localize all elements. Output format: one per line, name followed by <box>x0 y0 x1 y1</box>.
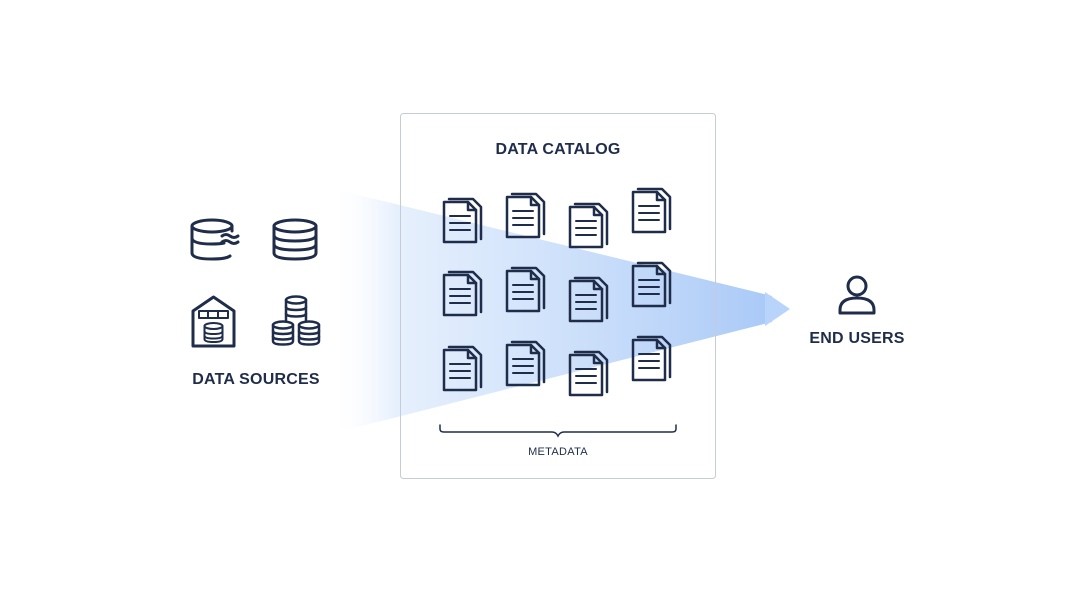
document-icon <box>442 345 483 392</box>
document-icon <box>442 197 483 244</box>
data-warehouse-icon <box>191 295 236 348</box>
document-icon <box>505 340 546 387</box>
data-flow-band <box>330 188 772 434</box>
database-stream-icon <box>190 218 240 261</box>
document-icon <box>568 276 609 323</box>
data-catalog-title: DATA CATALOG <box>495 141 621 158</box>
database-icon <box>272 218 318 261</box>
end-users-title: END USERS <box>809 330 905 347</box>
metadata-label: METADATA <box>528 446 588 458</box>
document-icon <box>442 270 483 317</box>
flow-arrowhead-icon <box>765 292 790 326</box>
document-icon <box>631 335 672 382</box>
data-sources-title: DATA SOURCES <box>192 371 320 388</box>
document-icon <box>568 350 609 397</box>
data-catalog-box <box>400 113 716 479</box>
user-icon <box>838 275 876 315</box>
document-icon <box>631 261 672 308</box>
distributed-databases-icon <box>271 295 321 346</box>
metadata-brace <box>439 424 677 438</box>
document-icon <box>568 202 609 249</box>
document-icon <box>505 266 546 313</box>
document-icon <box>631 187 672 234</box>
document-icon <box>505 192 546 239</box>
